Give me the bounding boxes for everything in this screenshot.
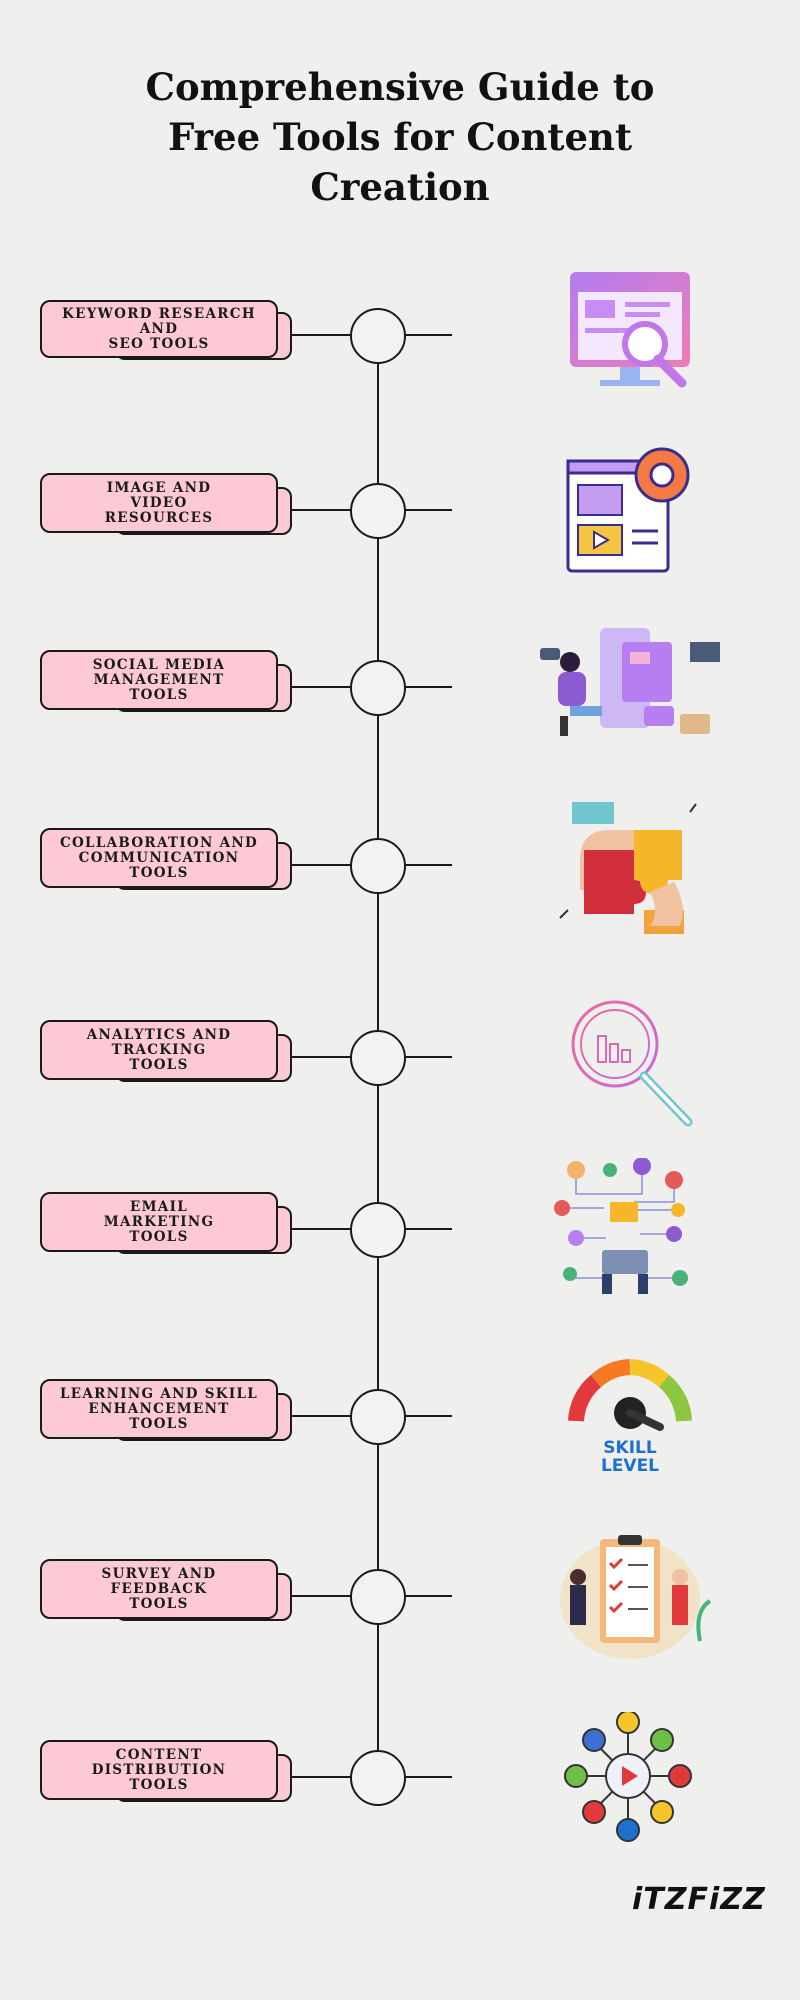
timeline-node bbox=[350, 660, 406, 716]
timeline-node bbox=[350, 1389, 406, 1445]
content-distribution-hub-icon bbox=[564, 1712, 692, 1842]
label-distribution: CONTENT DISTRIBUTION TOOLS bbox=[40, 1740, 278, 1800]
analytics-magnifier-icon bbox=[571, 1000, 693, 1127]
timeline-row-keyword-seo: KEYWORD RESEARCH AND SEO TOOLS bbox=[0, 270, 800, 390]
timeline-node bbox=[350, 1750, 406, 1806]
seo-monitor-magnifier-icon bbox=[570, 272, 690, 388]
timeline-node bbox=[350, 483, 406, 539]
label-learning: LEARNING AND SKILL ENHANCEMENT TOOLS bbox=[40, 1379, 278, 1439]
timeline-row-survey: SURVEY AND FEEDBACK TOOLS bbox=[0, 1531, 800, 1659]
timeline-row-analytics: ANALYTICS AND TRACKING TOOLS bbox=[0, 992, 800, 1127]
label-collaboration: COLLABORATION AND COMMUNICATION TOOLS bbox=[40, 828, 278, 888]
survey-clipboard-icon bbox=[560, 1535, 712, 1659]
timeline-row-email: EMAIL MARKETING TOOLS bbox=[0, 1158, 800, 1294]
label-email: EMAIL MARKETING TOOLS bbox=[40, 1192, 278, 1252]
social-media-person-icon bbox=[540, 628, 720, 736]
timeline-row-learning: LEARNING AND SKILL ENHANCEMENT TOOLS SKI… bbox=[0, 1351, 800, 1476]
label-analytics: ANALYTICS AND TRACKING TOOLS bbox=[40, 1020, 278, 1080]
timeline-row-collaboration: COLLABORATION AND COMMUNICATION TOOLS bbox=[0, 800, 800, 934]
timeline-node bbox=[350, 1030, 406, 1086]
timeline-row-social-media: SOCIAL MEDIA MANAGEMENT TOOLS bbox=[0, 622, 800, 742]
image-video-gear-icon bbox=[566, 447, 690, 573]
email-network-icon bbox=[554, 1158, 688, 1294]
brand-logo: iTZFiZZ bbox=[632, 1882, 766, 1917]
puzzle-hands-icon bbox=[559, 802, 697, 934]
timeline-node bbox=[350, 1569, 406, 1625]
page-title: Comprehensive Guide to Free Tools for Co… bbox=[145, 65, 655, 209]
label-survey: SURVEY AND FEEDBACK TOOLS bbox=[40, 1559, 278, 1619]
skill-level-gauge-icon: SKILL LEVEL bbox=[568, 1359, 692, 1476]
timeline-node bbox=[350, 1202, 406, 1258]
label-keyword-seo: KEYWORD RESEARCH AND SEO TOOLS bbox=[40, 300, 278, 358]
svg-text:SKILL: SKILL bbox=[603, 1438, 657, 1458]
timeline-row-image-video: IMAGE AND VIDEO RESOURCES bbox=[0, 445, 800, 573]
label-image-video: IMAGE AND VIDEO RESOURCES bbox=[40, 473, 278, 533]
timeline-node bbox=[350, 308, 406, 364]
svg-text:LEVEL: LEVEL bbox=[601, 1456, 659, 1476]
timeline-row-distribution: CONTENT DISTRIBUTION TOOLS bbox=[0, 1712, 800, 1842]
timeline-node bbox=[350, 838, 406, 894]
label-social-media: SOCIAL MEDIA MANAGEMENT TOOLS bbox=[40, 650, 278, 710]
